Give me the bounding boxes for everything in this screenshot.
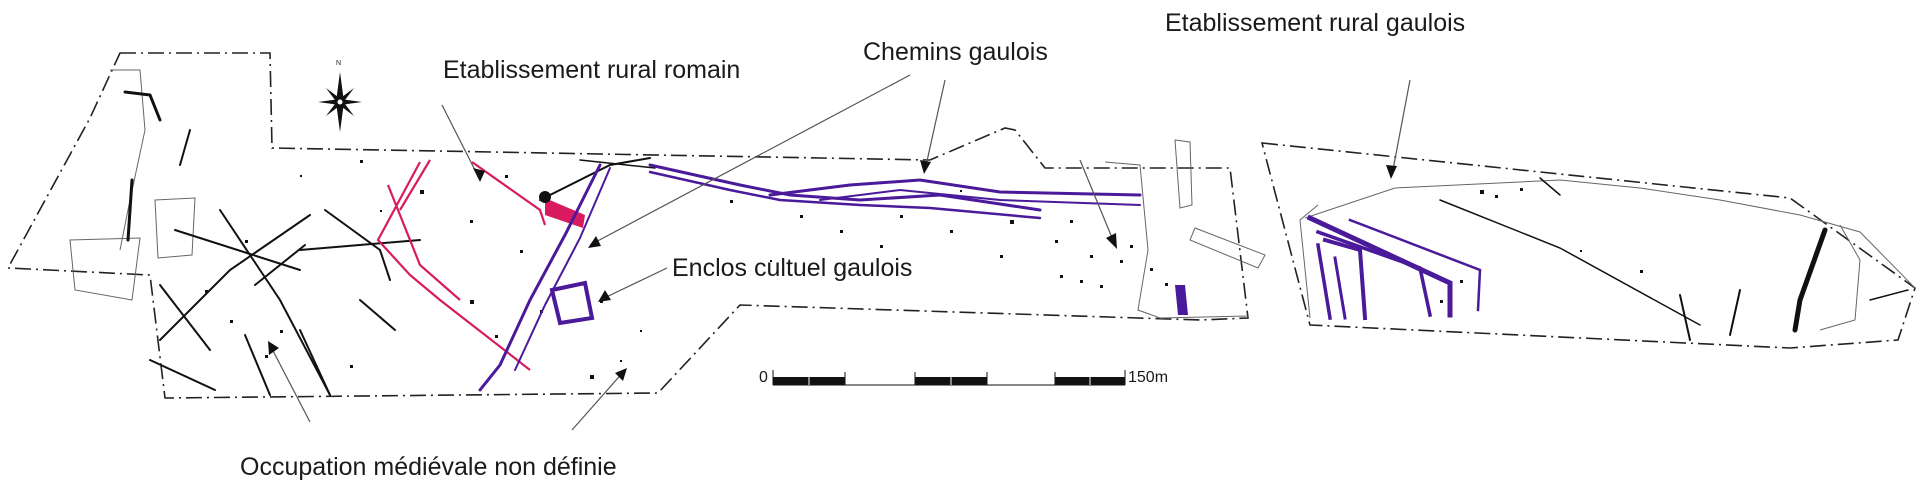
north-label: N	[336, 60, 342, 67]
gaulish-fill-east	[1175, 285, 1188, 315]
scale-start-label: 0	[759, 369, 768, 386]
leader-lines	[269, 74, 1411, 431]
excavation-boundary	[6, 52, 1916, 399]
boundary-west	[6, 52, 1249, 399]
roman-establishment-ditches	[376, 159, 547, 371]
pits	[205, 160, 1643, 379]
label-gaulish-cult-enclosure: Enclos cultuel gaulois	[672, 254, 913, 282]
label-gaulish-paths: Chemins gaulois	[863, 38, 1048, 66]
gaulish-paths	[478, 163, 1142, 392]
north-arrow-icon	[318, 72, 362, 132]
gaulish-cult-enclosure	[549, 280, 595, 326]
scale-end-label: 150m	[1128, 369, 1169, 386]
gaulish-rural-enclosures	[1306, 214, 1482, 321]
roman-well	[539, 191, 551, 203]
boundary-east	[1260, 142, 1916, 349]
label-gaulish-rural-establishment: Etablissement rural gaulois	[1165, 9, 1466, 37]
arrowheads	[268, 160, 1397, 381]
label-roman-establishment: Etablissement rural romain	[443, 56, 741, 84]
scale-bar	[772, 370, 1126, 386]
label-medieval-occupation: Occupation médiévale non définie	[240, 453, 617, 481]
roman-structure-fill	[545, 198, 585, 228]
ditches	[123, 90, 1909, 396]
trench-outlines	[69, 69, 1916, 331]
